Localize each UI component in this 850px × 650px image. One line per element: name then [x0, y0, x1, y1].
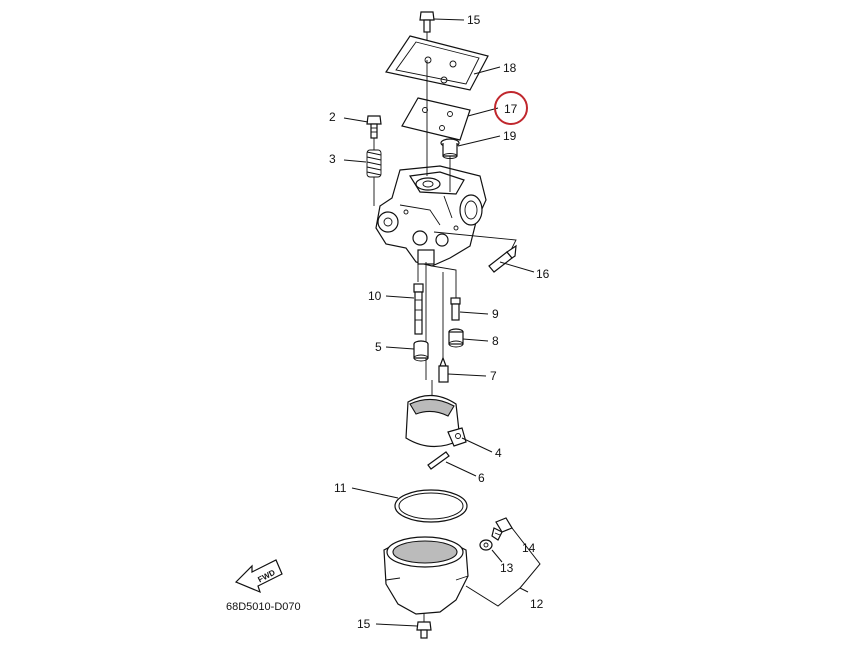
part-3-spring	[366, 149, 382, 178]
callout-9: 9	[492, 307, 499, 321]
callout-13-leader	[491, 549, 503, 563]
part-4-float	[405, 394, 467, 448]
part-10-main-nozzle	[413, 283, 424, 335]
callout-14: 14	[522, 541, 536, 555]
part-17-gasket	[401, 97, 471, 141]
part-8-main-jet	[448, 328, 464, 348]
part-11-o-ring	[394, 489, 468, 523]
callout-2: 2	[329, 110, 336, 124]
callout-9-leader	[459, 311, 489, 315]
callout-17: 17	[504, 102, 518, 116]
callout-6: 6	[478, 471, 485, 485]
part-2-screw	[366, 115, 382, 139]
part-14-drain-screw	[491, 517, 513, 541]
callout-16-leader	[499, 261, 535, 273]
callout-18-leader	[473, 66, 501, 75]
callout-7: 7	[490, 369, 497, 383]
part-19-plug	[440, 138, 460, 159]
callout-15-bottom: 15	[357, 617, 371, 631]
callout-13: 13	[500, 561, 514, 575]
part-9-pilot-jet	[450, 297, 461, 321]
callout-3-leader	[343, 159, 367, 163]
callout-15-leader	[433, 18, 465, 21]
callout-8-leader	[462, 338, 489, 342]
float-bowl	[383, 536, 469, 615]
callout-17-leader	[467, 107, 499, 117]
callout-11: 11	[334, 481, 347, 495]
diagram-code: 68D5010-D070	[226, 601, 301, 613]
callout-5-leader	[385, 346, 415, 350]
callout-12-leader	[465, 585, 529, 607]
callout-3: 3	[329, 152, 336, 166]
callout-14-leader	[511, 527, 541, 589]
callout-4-leader	[461, 437, 493, 453]
callout-15: 15	[467, 13, 481, 27]
callout-16: 16	[536, 267, 550, 281]
callout-12: 12	[530, 597, 544, 611]
callout-17-highlight-ring	[494, 91, 528, 125]
callout-7-leader	[447, 373, 487, 377]
callout-5: 5	[375, 340, 382, 354]
part-7-needle-valve	[438, 356, 449, 383]
callout-4: 4	[495, 446, 502, 460]
callout-10-leader	[385, 295, 415, 299]
callout-11-leader	[351, 487, 399, 499]
callout-18: 18	[503, 61, 517, 75]
callout-8: 8	[492, 334, 499, 348]
carburetor-body	[375, 165, 487, 267]
part-18-cover-plate	[385, 35, 489, 91]
part-6-float-pin	[427, 451, 450, 470]
callout-6-leader	[445, 461, 477, 477]
callout-19: 19	[503, 129, 517, 143]
callout-10: 10	[368, 289, 382, 303]
part-15-screw-bottom	[416, 621, 432, 639]
callout-2-leader	[343, 117, 369, 123]
callout-19-leader	[457, 135, 501, 147]
part-13-washer	[479, 539, 493, 551]
part-5-plug	[413, 340, 429, 362]
callout-15b-leader	[375, 623, 418, 627]
fwd-direction-arrow: FWD	[234, 559, 283, 594]
part-16-pilot-screw	[488, 244, 517, 273]
